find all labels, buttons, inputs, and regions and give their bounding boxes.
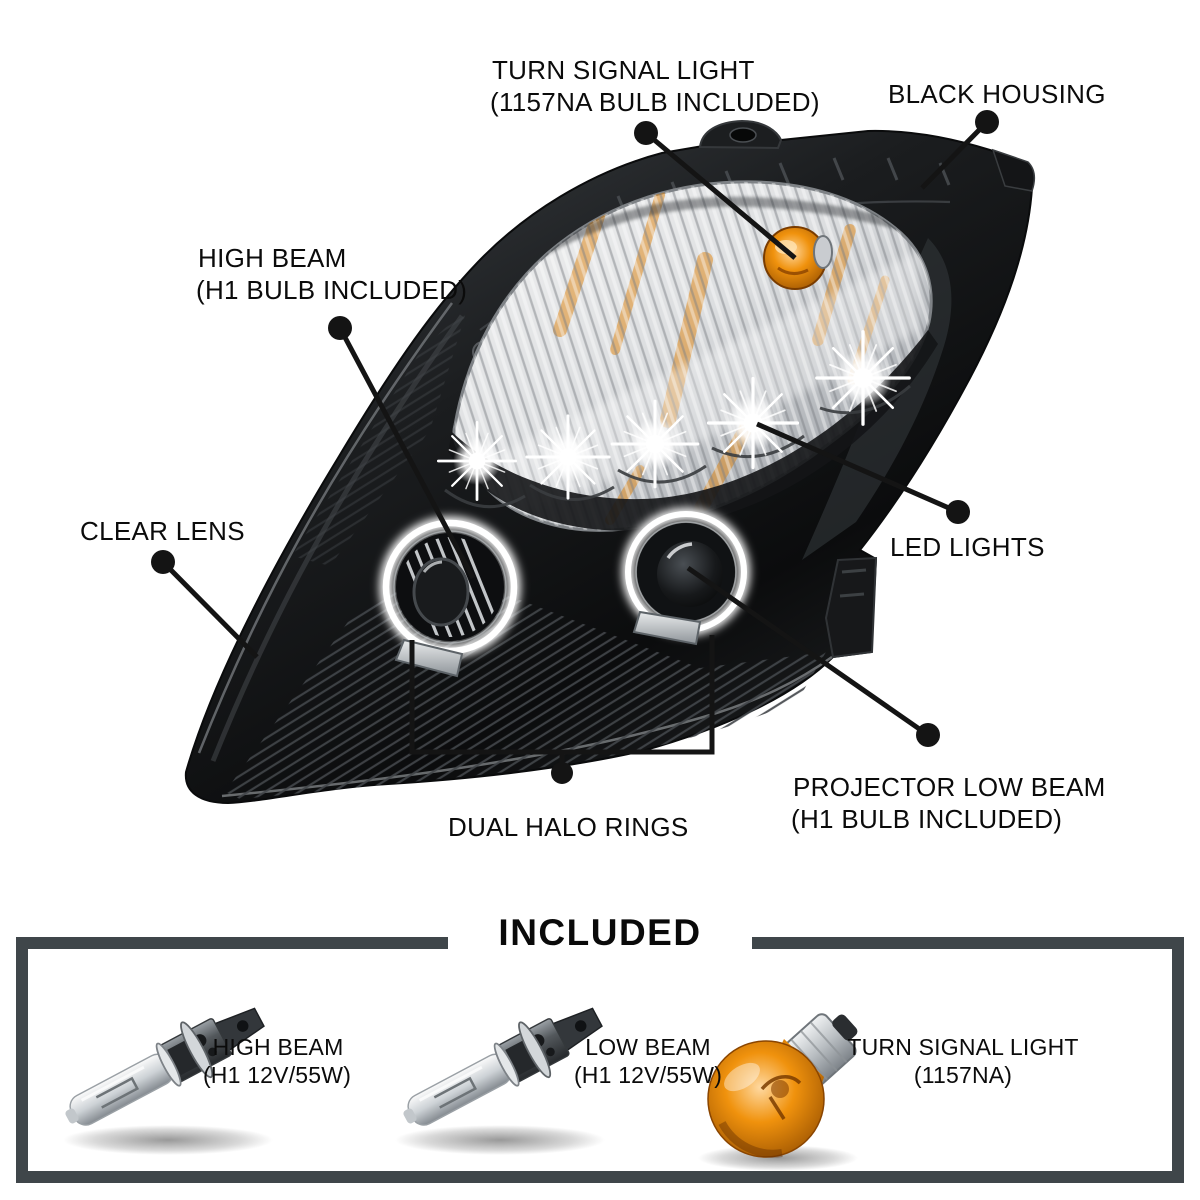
included-label-low-beam-line2: (H1 12V/55W) xyxy=(573,1062,723,1088)
halo-ring-high-beam xyxy=(379,516,521,678)
halo-ring-low-beam xyxy=(622,508,750,646)
included-high-beam-bulb xyxy=(65,1007,265,1126)
callout-label-high-beam-line2: (H1 BULB INCLUDED) xyxy=(196,275,468,305)
callout-label-turn-signal-line2: (1157NA BULB INCLUDED) xyxy=(490,87,820,117)
included-label-high-beam-line2: (H1 12V/55W) xyxy=(202,1062,352,1088)
included-title: INCLUDED xyxy=(498,912,702,953)
callout-label-turn-signal-line1: TURN SIGNAL LIGHT xyxy=(492,55,755,85)
callout-label-dual-halo-rings: DUAL HALO RINGS xyxy=(448,812,689,842)
callout-lines xyxy=(151,110,999,784)
callout-line-black-housing xyxy=(920,110,999,190)
included-label-low-beam-line1: LOW BEAM xyxy=(585,1034,711,1060)
included-frame xyxy=(16,930,1184,1183)
callout-bracket-dual-halo xyxy=(409,635,715,784)
callout-line-high-beam xyxy=(328,316,476,580)
included-label-turn-signal-line2: (1157NA) xyxy=(913,1062,1013,1088)
callout-line-led-lights xyxy=(755,421,970,524)
callout-line-projector-low-beam xyxy=(686,565,940,747)
callout-line-turn-signal xyxy=(634,121,797,260)
callout-label-projector-line1: PROJECTOR LOW BEAM xyxy=(793,772,1106,802)
included-label-high-beam-line1: HIGH BEAM xyxy=(212,1034,344,1060)
callout-label-black-housing: BLACK HOUSING xyxy=(888,79,1106,109)
included-low-beam-bulb xyxy=(403,1007,603,1126)
headlight-photo xyxy=(184,119,1036,805)
side-bracket xyxy=(824,556,878,659)
callout-label-projector-line2: (H1 BULB INCLUDED) xyxy=(791,804,1063,834)
callout-label-clear-lens: CLEAR LENS xyxy=(80,516,245,546)
callout-label-led-lights: LED LIGHTS xyxy=(890,532,1045,562)
callout-label-high-beam-line1: HIGH BEAM xyxy=(198,243,347,273)
callout-line-clear-lens xyxy=(151,550,259,659)
included-label-turn-signal-line1: TURN SIGNAL LIGHT xyxy=(847,1034,1079,1060)
included-turn-signal-bulb xyxy=(707,1013,858,1158)
